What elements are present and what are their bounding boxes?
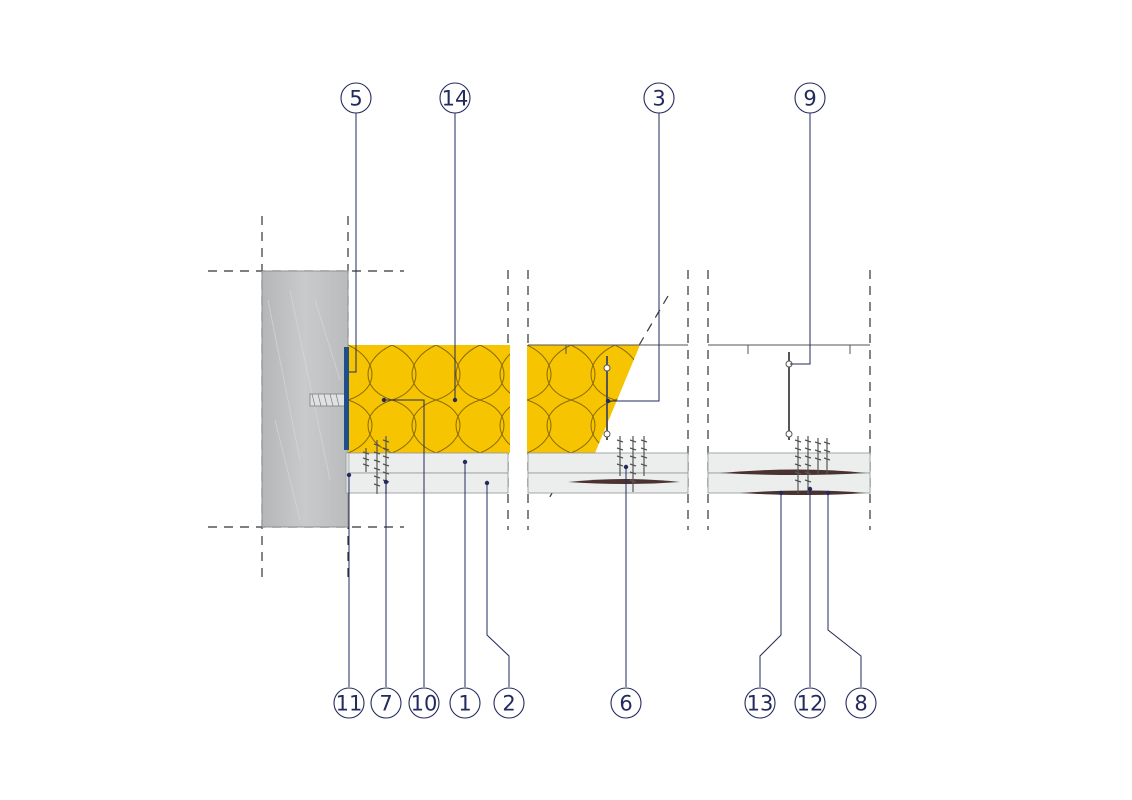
gypsum-boards [345, 452, 871, 494]
leader-lines [348, 113, 862, 687]
callout-label: 9 [803, 87, 816, 111]
callout-9: 9 [794, 82, 826, 114]
callout-12: 12 [794, 687, 826, 719]
callout-label: 6 [619, 692, 632, 716]
mineral-wool-insulation [348, 345, 510, 453]
callout-label: 10 [411, 692, 438, 716]
callout-3: 3 [643, 82, 675, 114]
callout-2: 2 [493, 687, 525, 719]
separating-strips [568, 469, 866, 495]
callout-label: 1 [458, 692, 471, 716]
callout-label: 12 [797, 692, 824, 716]
callout-label: 2 [502, 692, 515, 716]
callout-14: 14 [439, 82, 471, 114]
slab-lines [528, 344, 870, 354]
callout-label: 11 [336, 692, 363, 716]
masonry-wall [261, 270, 349, 528]
callout-label: 5 [349, 87, 362, 111]
seal-strip [344, 347, 349, 450]
callout-10: 10 [408, 687, 440, 719]
drywall-screws [362, 436, 831, 494]
callout-6: 6 [610, 687, 642, 719]
callout-label: 7 [379, 692, 392, 716]
callout-11: 11 [333, 687, 365, 719]
callout-1: 1 [449, 687, 481, 719]
callout-label: 3 [652, 87, 665, 111]
hanger-section-b [603, 356, 611, 440]
callout-7: 7 [370, 687, 402, 719]
callout-label: 13 [747, 692, 774, 716]
callout-13: 13 [744, 687, 776, 719]
callout-8: 8 [845, 687, 877, 719]
hanger-section-c [785, 352, 793, 440]
callout-label: 8 [854, 692, 867, 716]
mineral-wool-insulation-cut [527, 345, 640, 453]
leader-dots [346, 397, 831, 496]
callout-label: 14 [442, 87, 469, 111]
wall-anchor [309, 393, 347, 407]
callout-5: 5 [340, 82, 372, 114]
